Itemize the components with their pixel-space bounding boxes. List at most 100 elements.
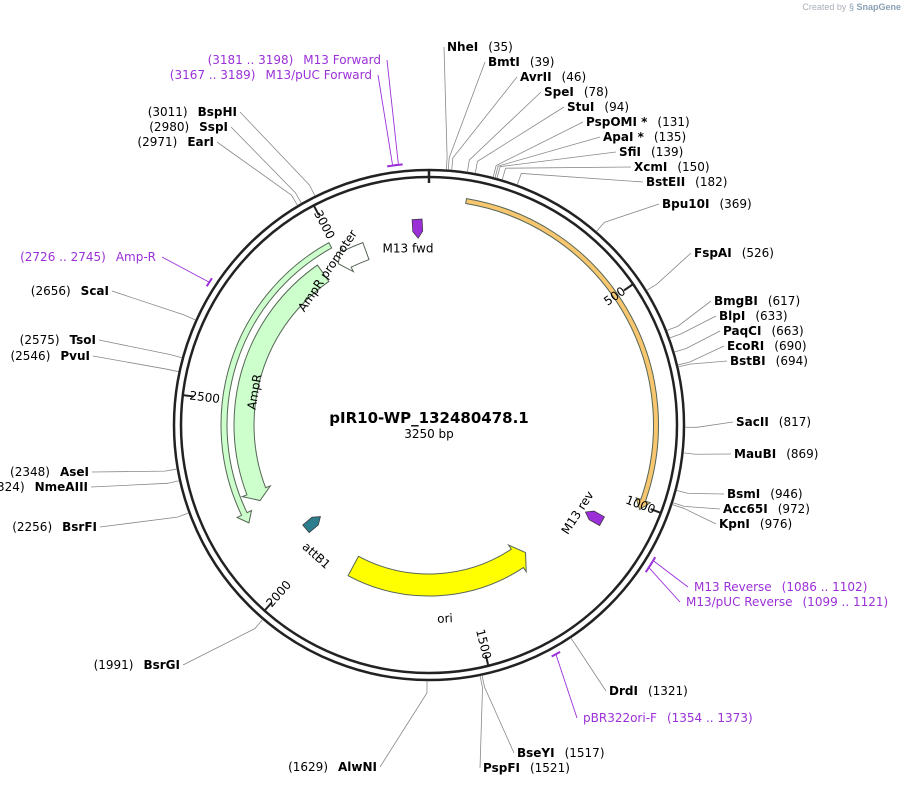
enzyme-name: BsmI: [727, 487, 760, 501]
tick-label-2000: 2000: [263, 578, 294, 610]
enzyme-label-bsrgi[interactable]: (1991)BsrGI: [94, 658, 180, 672]
m13-fwd-feature-arrow: [411, 218, 424, 239]
enzyme-label-pspfi[interactable]: PspFI(1521): [483, 761, 570, 775]
primer-label-m13-puc-forward[interactable]: (3167 .. 3189)M13/pUC Forward: [170, 68, 372, 82]
primer-name: pBR322ori-F: [583, 711, 657, 725]
enzyme-position: (633): [755, 309, 787, 323]
enzyme-name: BstBI: [730, 354, 766, 368]
enzyme-line-pspomi: [492, 121, 584, 178]
tick-label-1000: 1000: [624, 493, 658, 517]
enzyme-position: (694): [776, 354, 808, 368]
enzyme-position: (976): [760, 517, 792, 531]
enzyme-label-spei[interactable]: SpeI(78): [544, 85, 608, 99]
enzyme-line-nhei: [443, 46, 448, 170]
enzyme-label-maubi[interactable]: MauBI(869): [734, 447, 818, 461]
enzyme-label-bsteii[interactable]: BstEII(182): [646, 175, 727, 189]
primer-label-m13-puc-reverse[interactable]: M13/pUC Reverse(1099 .. 1121): [686, 595, 888, 609]
enzyme-label-paqci[interactable]: PaqCI(663): [723, 324, 804, 338]
enzyme-label-pspomi[interactable]: PspOMI *(131): [586, 115, 690, 129]
primer-line-pbr322ori-f: [555, 654, 578, 719]
enzyme-position: (3011): [148, 105, 188, 119]
m13-rev-feature-arrow: [584, 510, 605, 527]
primer-label-amp-r[interactable]: (2726 .. 2745)Amp-R: [20, 250, 156, 264]
enzyme-label-eari[interactable]: (2971)EarI: [137, 135, 214, 149]
enzyme-label-bpu10i[interactable]: Bpu10I(369): [662, 197, 752, 211]
enzyme-label-bsphi[interactable]: (3011)BspHI: [148, 105, 237, 119]
enzyme-label-kpni[interactable]: KpnI (976): [719, 517, 792, 531]
enzyme-name: BsrFI: [62, 520, 97, 534]
enzyme-name: SpeI: [544, 85, 574, 99]
enzyme-name: NmeAIII: [35, 480, 88, 494]
enzyme-layer: NheI(35)BmtI(39)AvrII(46)SpeI(78)StuI(94…: [0, 40, 818, 775]
enzyme-label-blpi[interactable]: BlpI (633): [719, 309, 788, 323]
snapgene-logo-icon: §: [848, 2, 854, 12]
enzyme-label-stui[interactable]: StuI(94): [567, 100, 629, 114]
enzyme-label-sfii[interactable]: SfiI(139): [619, 145, 683, 159]
enzyme-name: BseYI: [517, 746, 555, 760]
enzyme-label-asei[interactable]: (2348)AseI: [10, 465, 89, 479]
enzyme-label-bmgbi[interactable]: BmgBI(617): [714, 294, 800, 308]
enzyme-position: (2971): [137, 135, 177, 149]
plasmid-size: 3250 bp: [404, 427, 454, 441]
tick-mark-1500: [484, 654, 490, 667]
enzyme-label-pvui[interactable]: (2546)PvuI: [10, 349, 90, 363]
enzyme-position: (2256): [12, 520, 52, 534]
enzyme-name: BmgBI: [714, 294, 758, 308]
enzyme-line-pvui: [92, 355, 179, 373]
credit-prefix: Created by: [802, 2, 847, 12]
enzyme-label-fspai[interactable]: FspAI(526): [694, 246, 774, 260]
enzyme-position: (150): [677, 160, 709, 174]
enzyme-line-paqci: [674, 330, 721, 353]
enzyme-label-bstbi[interactable]: BstBI (694): [730, 354, 808, 368]
enzyme-label-drdi[interactable]: DrdI(1321): [609, 684, 688, 698]
enzyme-line-ecori: [677, 345, 725, 366]
primer-label-m13-forward[interactable]: (3181 .. 3198) M13 Forward: [208, 53, 381, 67]
enzyme-name: PvuI: [60, 349, 90, 363]
enzyme-label-ecori[interactable]: EcoRI(690): [727, 339, 807, 353]
ampr-feature-arrow: [233, 264, 330, 502]
primer-name: M13/pUC Forward: [265, 68, 372, 82]
enzyme-name: SspI: [199, 120, 228, 134]
attb1-label: attB1: [300, 540, 334, 572]
enzyme-line-pspfi: [479, 675, 483, 769]
enzyme-label-scai[interactable]: (2656)ScaI: [31, 284, 109, 298]
enzyme-name: AseI: [60, 465, 89, 479]
enzyme-line-bsrfi: [99, 512, 189, 528]
enzyme-label-tsoi[interactable]: (2575)TsoI: [20, 333, 96, 347]
enzyme-position: (690): [774, 339, 806, 353]
enzyme-line-xcmi: [501, 166, 632, 180]
enzyme-position: (35): [488, 40, 513, 54]
enzyme-name: ScaI: [81, 284, 109, 298]
enzyme-position: (946): [770, 487, 802, 501]
tick-label-1500: 1500: [473, 628, 494, 661]
enzyme-label-xcmi[interactable]: XcmI (150): [634, 160, 710, 174]
primer-name: M13 Forward: [303, 53, 381, 67]
primer-range: (3181 .. 3198): [208, 53, 294, 67]
tick-mark-500: [623, 283, 634, 292]
enzyme-label-bseyi[interactable]: BseYI(1517): [517, 746, 605, 760]
enzyme-label-bmti[interactable]: BmtI(39): [488, 55, 555, 69]
enzyme-label-bsmi[interactable]: BsmI (946): [727, 487, 803, 501]
enzyme-line-bstbi: [678, 360, 728, 368]
primer-range: (1086 .. 1102): [782, 580, 868, 594]
enzyme-name: AvrII: [520, 70, 552, 84]
enzyme-label-bsrfi[interactable]: (2256) BsrFI: [12, 520, 97, 534]
enzyme-label-sacii[interactable]: SacII(817): [736, 415, 811, 429]
plasmid-name: pIR10-WP_132480478.1: [329, 409, 528, 427]
enzyme-line-eari: [216, 141, 298, 206]
enzyme-name: XcmI: [634, 160, 667, 174]
enzyme-name: BlpI: [719, 309, 745, 323]
primer-label-pbr322ori-f[interactable]: pBR322ori-F(1354 .. 1373): [583, 711, 753, 725]
enzyme-label-sspi[interactable]: (2980)SspI: [149, 120, 228, 134]
enzyme-position: (817): [779, 415, 811, 429]
primer-layer: (3181 .. 3198) M13 Forward(3167 .. 3189)M…: [20, 53, 888, 725]
enzyme-position: (131): [657, 115, 689, 129]
enzyme-label-apai[interactable]: ApaI *(135): [603, 130, 686, 144]
enzyme-label-acc65i[interactable]: Acc65I(972): [723, 502, 810, 516]
enzyme-label-alwni[interactable]: (1629)AlwNI: [288, 760, 377, 774]
primer-label-m13-reverse[interactable]: M13 Reverse(1086 .. 1102): [694, 580, 867, 594]
enzyme-label-avrii[interactable]: AvrII(46): [520, 70, 586, 84]
enzyme-label-nhei[interactable]: NheI(35): [447, 40, 513, 54]
enzyme-label-nmeaiii[interactable]: (2324)NmeAIII: [0, 480, 88, 494]
enzyme-name: KpnI: [719, 517, 750, 531]
